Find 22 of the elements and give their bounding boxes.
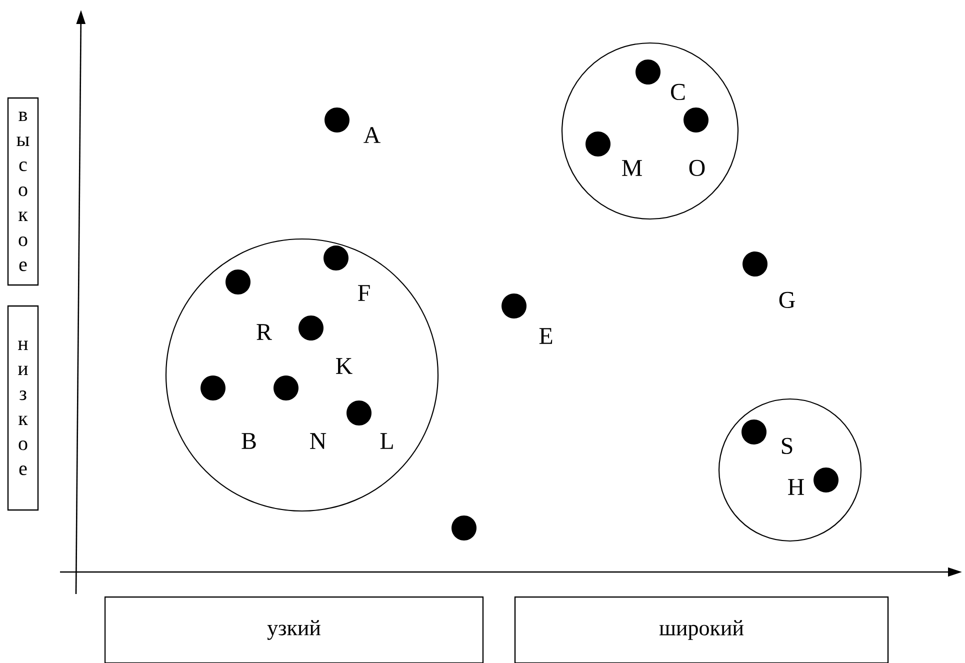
point-label: K bbox=[336, 358, 352, 374]
point-label: A bbox=[364, 127, 380, 143]
point-label: G bbox=[779, 292, 795, 308]
point-label: C bbox=[671, 84, 685, 100]
label-box: широкий bbox=[514, 596, 889, 663]
label-box: узкий bbox=[104, 596, 484, 663]
dot bbox=[452, 516, 476, 540]
point-label: L bbox=[380, 433, 393, 449]
point-label: N bbox=[310, 433, 326, 449]
point-label: B bbox=[242, 433, 256, 449]
cluster-circle bbox=[165, 238, 439, 512]
point-label: R bbox=[256, 324, 272, 340]
point-label: M bbox=[622, 160, 642, 176]
point-label: H bbox=[788, 479, 804, 495]
cluster-circle bbox=[718, 398, 862, 542]
point-label: S bbox=[782, 438, 792, 454]
point-label: E bbox=[539, 328, 552, 344]
point-label: F bbox=[358, 285, 370, 301]
label-box: низкое bbox=[7, 305, 39, 511]
cluster-circle bbox=[561, 42, 739, 220]
label-box: высокое bbox=[7, 97, 39, 286]
point-label: O bbox=[689, 160, 705, 176]
